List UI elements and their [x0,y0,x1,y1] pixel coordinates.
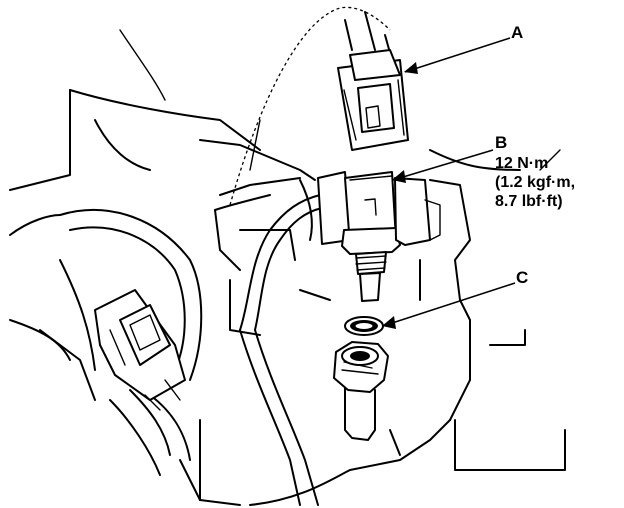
callout-b-letter: B [495,133,507,152]
wiring-harness-icon [9,209,203,476]
callout-b-torque-lbfft: 8.7 lbf·ft) [495,193,563,210]
sensor-b-icon [317,171,441,302]
harness-connector-icon [94,289,186,411]
callout-c-letter: C [516,268,528,287]
callout-b-torque-nm: 12 N·m [495,155,548,172]
callout-b-torque-kgfm: (1.2 kgf·m, [495,174,575,191]
callout-c-leader [382,282,516,327]
engine-block-outline-icon [9,6,566,506]
sensor-wire-loom-icon [214,194,323,506]
connector-a-icon [337,11,409,151]
washer-c-icon [344,316,384,336]
callout-a-arrowhead [404,62,418,74]
callout-c-arrowhead [382,316,396,329]
callout-a-leader [404,37,511,73]
callout-b-leader [392,149,494,181]
callout-b-arrowhead [392,170,406,183]
callout-a-letter: A [511,23,523,42]
mounting-boss-icon [333,341,389,441]
